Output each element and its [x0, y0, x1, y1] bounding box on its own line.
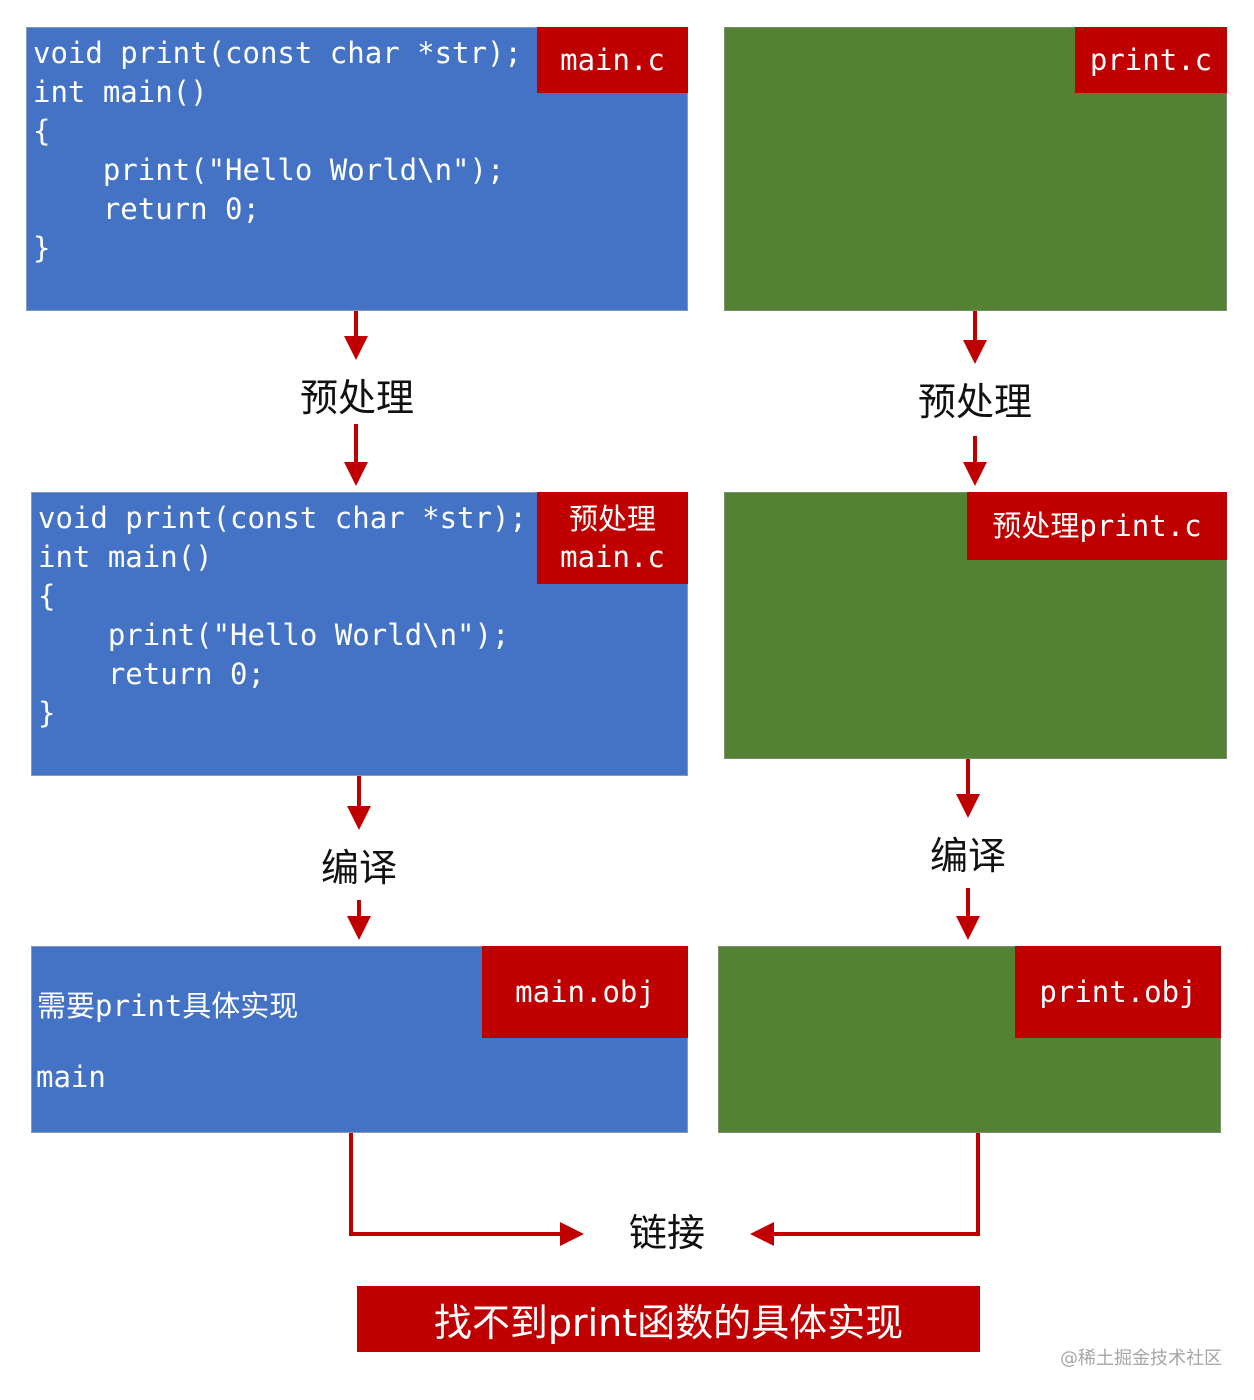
print-obj-box [718, 946, 1221, 1133]
print-c-label: print.c [1075, 27, 1227, 93]
error-banner: 找不到print函数的具体实现 [357, 1286, 980, 1352]
main-c-code: void print(const char *str); int main() … [33, 36, 522, 265]
main-obj-box: 需要print具体实现 main [31, 946, 688, 1133]
step-preprocess-left: 预处理 [299, 376, 414, 420]
step-compile-right: 编译 [929, 834, 1006, 878]
arrow-print-obj-to-link [750, 1133, 980, 1246]
main-c-label: main.c [537, 27, 688, 93]
step-link: 链接 [628, 1211, 705, 1255]
step-preprocess-right: 预处理 [917, 380, 1032, 424]
step-compile-left: 编译 [320, 846, 397, 890]
main-preprocessed-box: void print(const char *str); int main() … [31, 492, 688, 776]
main-preprocessed-label: 预处理 main.c [537, 492, 688, 584]
main-obj-label: main.obj [482, 946, 688, 1038]
main-obj-needs-text: 需要print具体实现 [37, 989, 299, 1023]
print-obj-label: print.obj [1015, 946, 1221, 1038]
watermark: @稀土掘金技术社区 [1060, 1348, 1222, 1369]
main-preprocessed-code: void print(const char *str); int main() … [38, 501, 527, 730]
main-obj-symbol-text: main [36, 1060, 106, 1094]
print-preprocessed-label: 预处理print.c [967, 492, 1227, 560]
arrow-main-obj-to-link [349, 1133, 584, 1246]
